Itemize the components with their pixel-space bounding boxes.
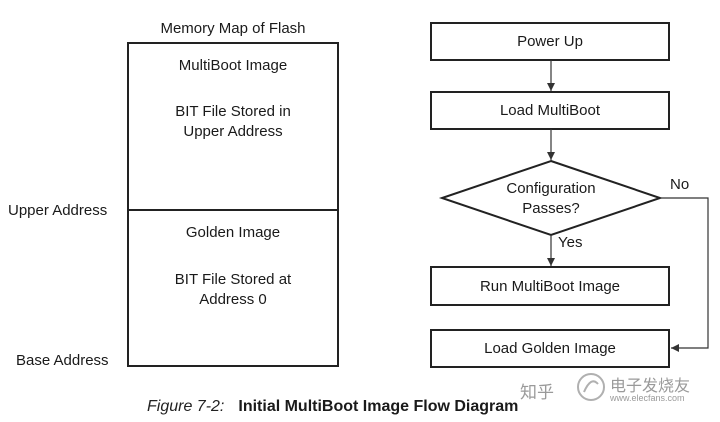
load-multiboot-box [430, 91, 670, 130]
watermark-url: www.elecfans.com [610, 393, 685, 403]
golden-image-label: Golden Image [185, 224, 281, 241]
golden-desc-line1: BIT File Stored at [174, 271, 292, 288]
load-multiboot-label: Load MultiBoot [499, 102, 601, 119]
golden-desc-line2: Address 0 [199, 291, 267, 308]
watermark-zhihu: 知乎 [520, 383, 554, 402]
decision-line1: Configuration [506, 180, 596, 197]
run-multiboot-label: Run MultiBoot Image [479, 278, 621, 295]
figure-caption: Figure 7-2: Initial MultiBoot Image Flow … [147, 398, 518, 416]
decision-line2: Passes? [522, 200, 580, 217]
figure-number: Figure 7-2: [147, 398, 225, 415]
load-golden-box [430, 329, 670, 368]
upper-address-label: Upper Address [8, 202, 108, 219]
figure-title: Initial MultiBoot Image Flow Diagram [238, 398, 519, 415]
load-golden-label: Load Golden Image [484, 340, 616, 357]
memory-map-title: Memory Map of Flash [160, 20, 306, 37]
decision-diamond [438, 159, 664, 237]
memory-map-box [127, 42, 339, 367]
yes-label: Yes [558, 234, 583, 251]
base-address-label: Base Address [16, 352, 109, 369]
multiboot-desc-line1: BIT File Stored in [175, 103, 291, 120]
watermark-brand: 电子发烧友 [610, 378, 691, 395]
power-up-box [430, 22, 670, 61]
power-up-label: Power Up [517, 33, 583, 50]
multiboot-desc-line2: Upper Address [183, 123, 283, 140]
arrow-decision-no [660, 197, 709, 352]
watermark-logo-icon [577, 373, 605, 401]
no-label: No [670, 176, 690, 193]
multiboot-image-label: MultiBoot Image [178, 57, 288, 74]
run-multiboot-box [430, 266, 670, 306]
